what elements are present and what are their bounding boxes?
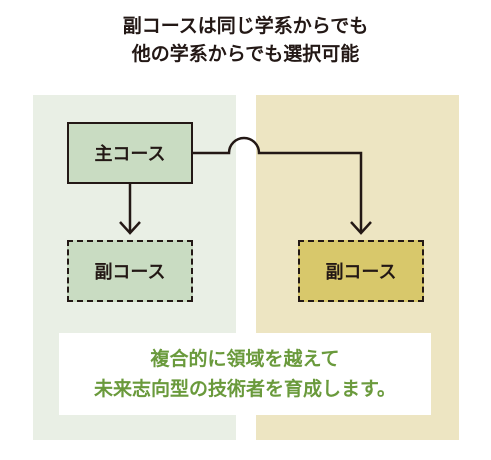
program-message: 複合的に領域を越えて 未来志向型の技術者を育成します。: [59, 333, 431, 415]
message-line-2: 未来志向型の技術者を育成します。: [93, 378, 397, 400]
main-course-box: 主コース: [67, 122, 193, 184]
heading-line-2: 他の学系からでも選択可能: [131, 43, 360, 65]
sub-course-box-same-department: 副コース: [67, 240, 193, 302]
heading-line-1: 副コースは同じ学系からでも: [122, 15, 369, 37]
arrow-main-to-right-sub: [193, 136, 363, 232]
sub-course-box-other-department: 副コース: [298, 240, 424, 302]
message-line-1: 複合的に領域を越えて: [150, 348, 340, 370]
arrowhead-left-sub: [119, 221, 141, 235]
arrowhead-right-sub: [350, 221, 372, 235]
diagram-heading: 副コースは同じ学系からでも 他の学系からでも選択可能: [0, 12, 491, 68]
